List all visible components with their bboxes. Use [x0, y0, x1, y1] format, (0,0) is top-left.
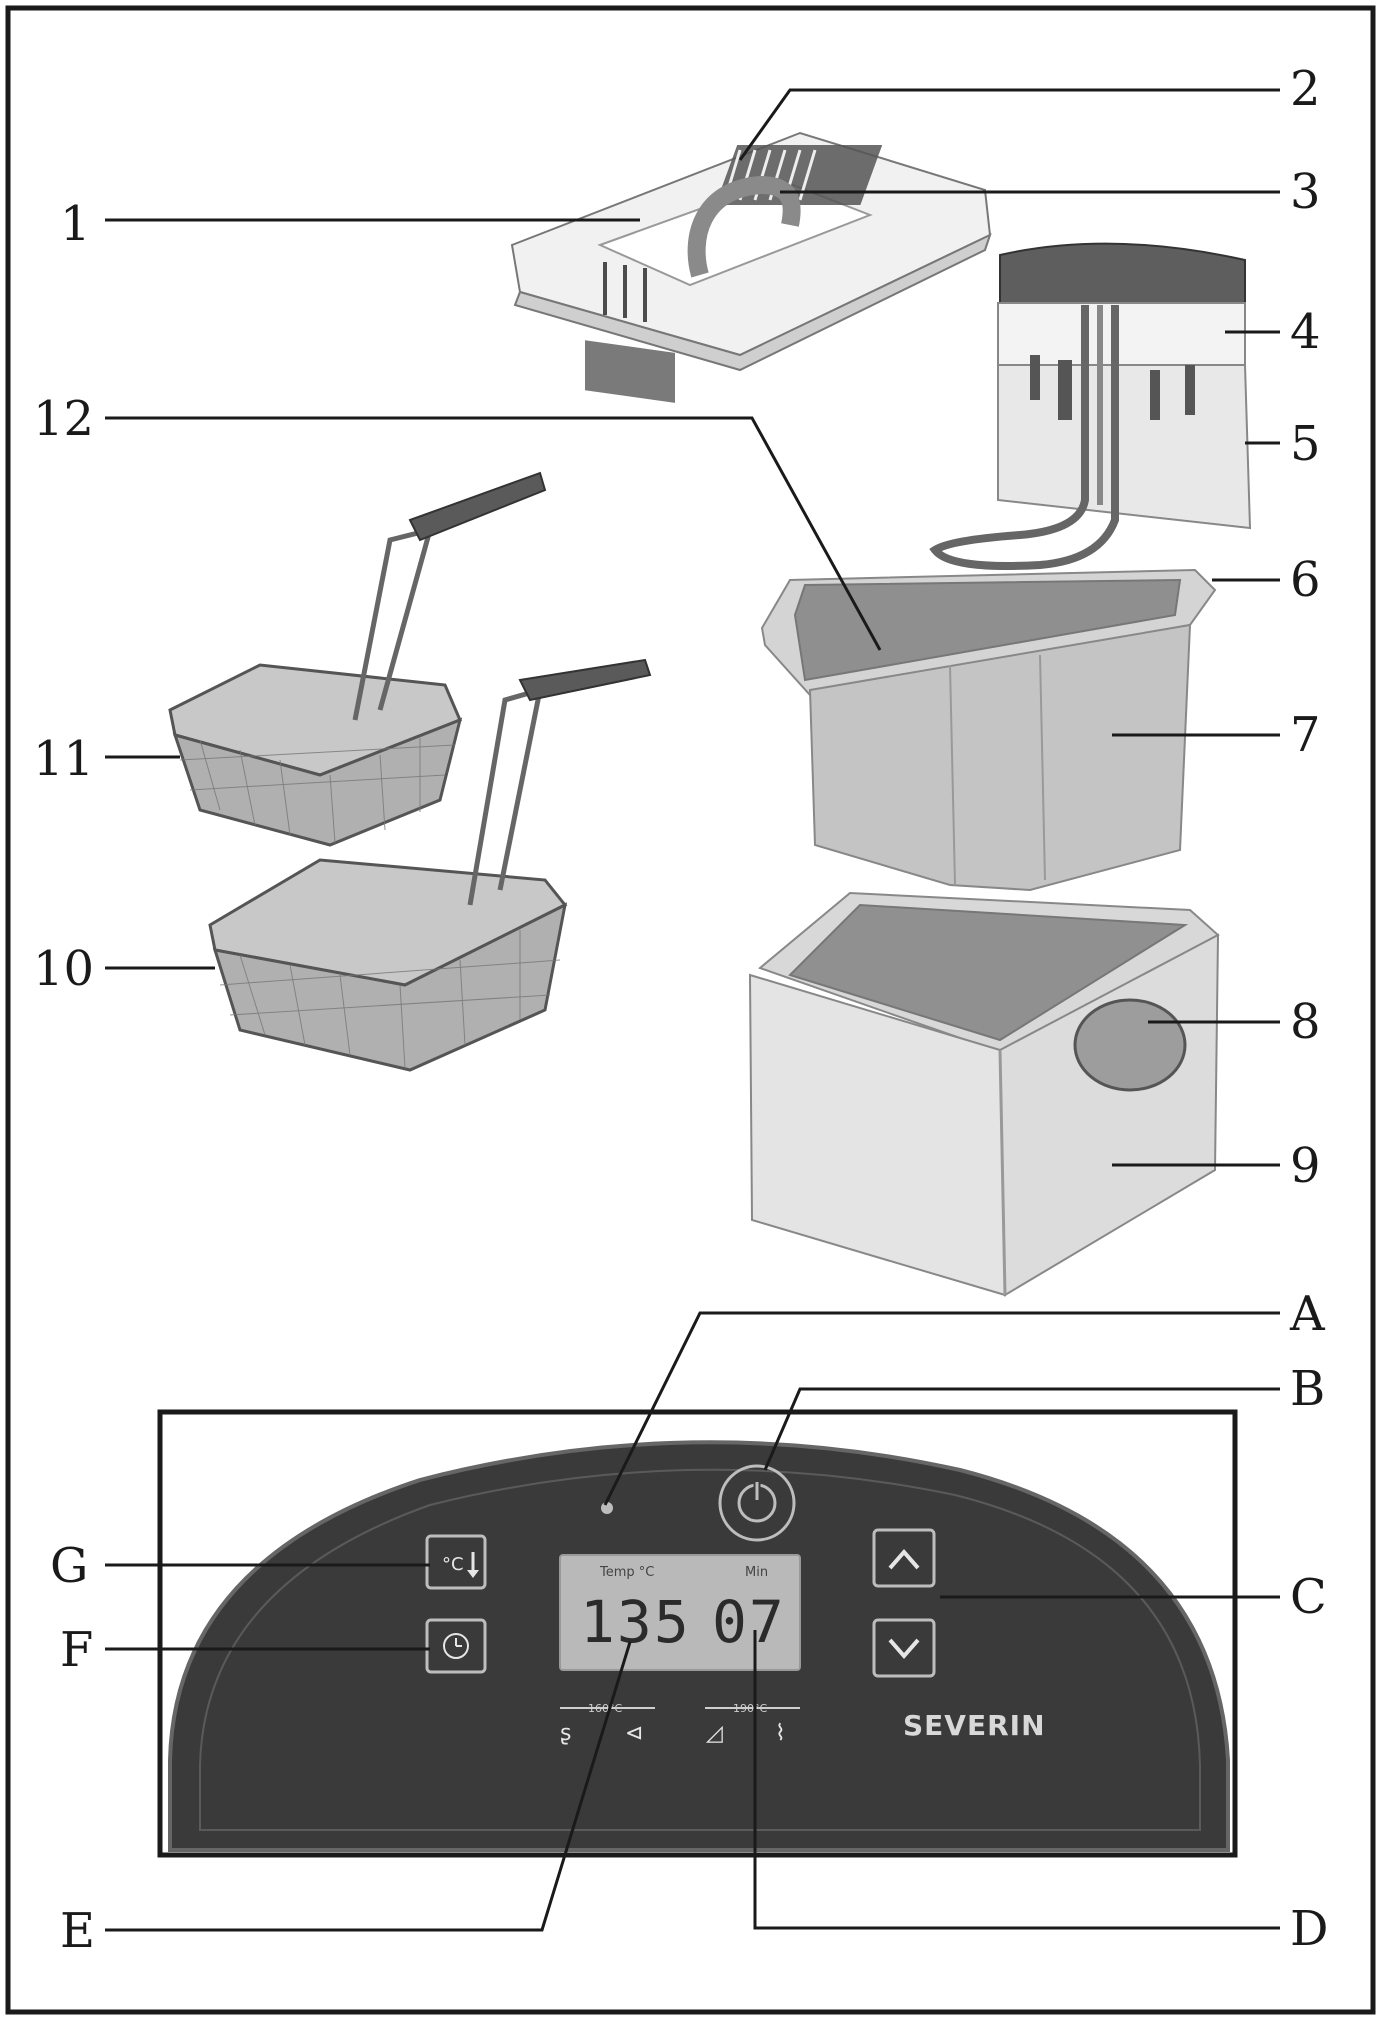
heating-element [929, 305, 1119, 570]
callout-7: 7 [1290, 707, 1321, 763]
basket-handle [518, 658, 652, 702]
callout-E: E [60, 1903, 95, 1959]
lid-handle [687, 175, 801, 278]
down-button[interactable] [872, 1618, 936, 1678]
callout-F: F [60, 1622, 93, 1678]
chicken-icon: ʂ [560, 1721, 571, 1746]
callout-6: 6 [1290, 552, 1321, 608]
side-handle [1073, 998, 1187, 1092]
lcd-display: Temp °C Min 135 07 [559, 1554, 801, 1671]
housing [748, 891, 1220, 1297]
leader-lines [105, 88, 1280, 1932]
callout-1: 1 [60, 196, 91, 252]
basket-handle [408, 471, 547, 542]
basket-large [208, 658, 652, 1072]
lid [510, 131, 992, 403]
lcd-min-label: Min [745, 1565, 768, 1580]
temperature-button[interactable]: °C [425, 1534, 487, 1590]
temperature-readout: 135 [580, 1588, 691, 1656]
callout-9: 9 [1290, 1138, 1321, 1194]
range-left-label: 160°C [588, 1702, 622, 1715]
brand-logo: SEVERIN [903, 1709, 1046, 1742]
lid-grip [585, 340, 675, 403]
power-button[interactable] [718, 1464, 796, 1542]
control-unit [929, 242, 1252, 570]
callout-G: G [50, 1538, 88, 1594]
callout-B: B [1290, 1361, 1325, 1417]
power-indicator-led [601, 1502, 613, 1514]
control-panel-detail: °C Temp °C Min 135 07 [157, 1409, 1238, 1858]
callout-labels: 1 2 3 4 5 6 7 8 9 10 11 12 A B C D E F G [33, 61, 1328, 1959]
up-button[interactable] [872, 1528, 936, 1588]
minutes-readout: 07 [712, 1588, 786, 1656]
clock-icon [443, 1633, 469, 1659]
chevron-down-icon [888, 1638, 920, 1660]
callout-12: 12 [33, 391, 94, 447]
callout-3: 3 [1290, 164, 1321, 220]
basket-small [168, 471, 547, 847]
callout-2: 2 [1290, 61, 1321, 117]
chevron-up-icon [888, 1548, 920, 1570]
callout-D: D [1290, 1901, 1328, 1957]
callout-C: C [1290, 1569, 1327, 1625]
temperature-icon: °C [442, 1554, 464, 1575]
callout-4: 4 [1290, 304, 1321, 360]
outer-frame [5, 5, 1376, 2015]
timer-button[interactable] [425, 1618, 487, 1674]
callout-A: A [1289, 1286, 1326, 1342]
fish-icon: ⊲ [625, 1721, 643, 1746]
callout-10: 10 [33, 941, 94, 997]
lcd-temp-label: Temp °C [599, 1565, 654, 1580]
callout-11: 11 [33, 731, 94, 787]
range-right-label: 190°C [733, 1702, 767, 1715]
preset-icons: 160°C ʂ ⊲ 190°C ◿ ⌇ [560, 1702, 800, 1746]
callout-8: 8 [1290, 994, 1321, 1050]
oil-container [760, 568, 1217, 892]
fries-icon: ⌇ [775, 1721, 786, 1746]
cheese-icon: ◿ [706, 1721, 723, 1746]
callout-5: 5 [1290, 416, 1321, 472]
